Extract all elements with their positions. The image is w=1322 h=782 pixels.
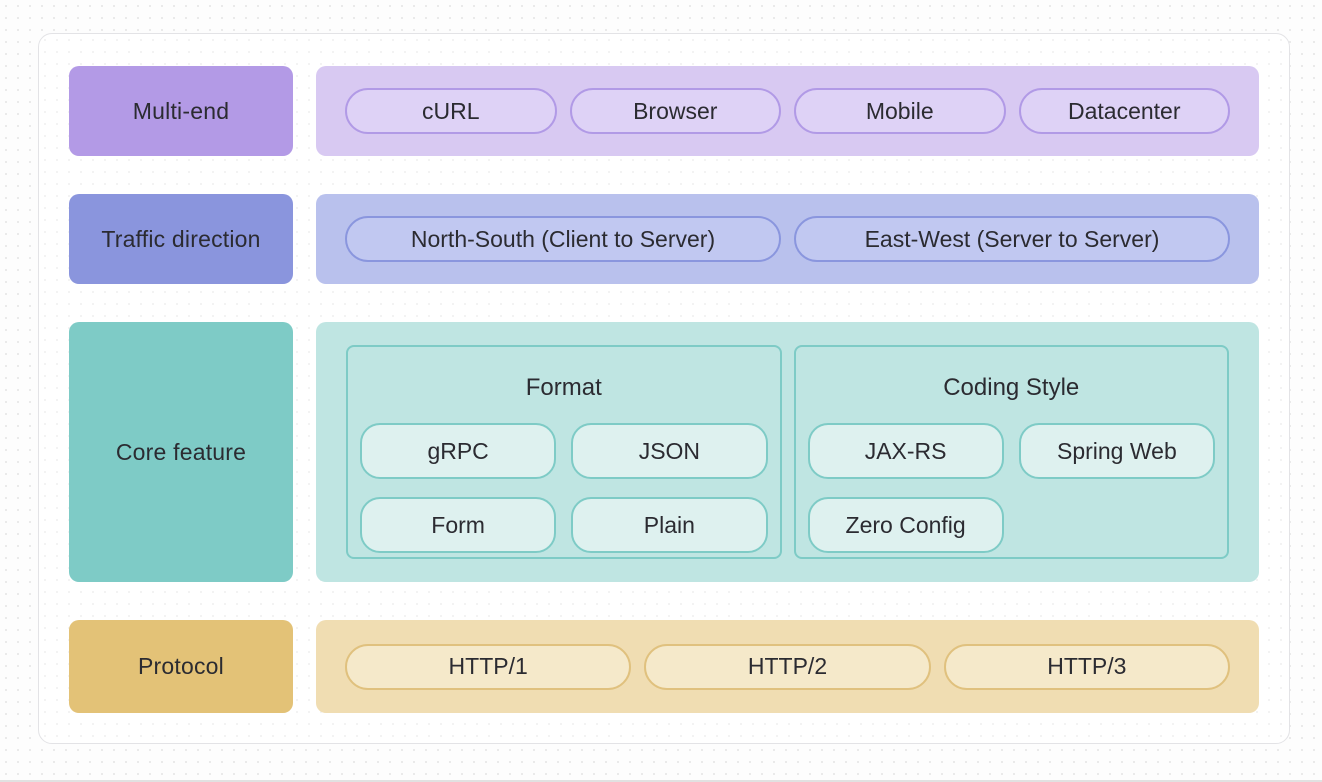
protocol-container: HTTP/1 HTTP/2 HTTP/3 (316, 620, 1259, 713)
row-core-feature: Core feature Format gRPC JSON Form Plain… (69, 322, 1259, 582)
pill-curl: cURL (345, 88, 557, 134)
multi-end-container: cURL Browser Mobile Datacenter (316, 66, 1259, 156)
pill-spring-web: Spring Web (1018, 423, 1215, 479)
traffic-direction-container: North-South (Client to Server) East-West… (316, 194, 1259, 284)
pill-http1: HTTP/1 (345, 643, 632, 690)
pill-mobile: Mobile (794, 88, 1006, 134)
group-coding-style-title: Coding Style (943, 374, 1080, 401)
group-format: Format gRPC JSON Form Plain (346, 345, 782, 559)
row-traffic-direction: Traffic direction North-South (Client to… (69, 194, 1259, 284)
group-coding-style-pills: JAX-RS Spring Web Zero Config (807, 423, 1215, 553)
row-multi-end: Multi-end cURL Browser Mobile Datacenter (69, 66, 1259, 156)
pill-jax-rs: JAX-RS (807, 423, 1004, 479)
core-feature-label: Core feature (69, 322, 293, 582)
multi-end-label: Multi-end (69, 66, 293, 156)
pill-east-west: East-West (Server to Server) (794, 216, 1230, 262)
pill-form: Form (360, 497, 557, 553)
pill-datacenter: Datacenter (1018, 88, 1230, 134)
row-protocol: Protocol HTTP/1 HTTP/2 HTTP/3 (69, 620, 1259, 713)
traffic-direction-label: Traffic direction (69, 194, 293, 284)
group-format-pills: gRPC JSON Form Plain (360, 423, 768, 553)
pill-http3: HTTP/3 (943, 643, 1230, 690)
group-format-title: Format (525, 374, 602, 401)
diagram-card: Multi-end cURL Browser Mobile Datacenter… (38, 33, 1290, 744)
pill-north-south: North-South (Client to Server) (345, 216, 781, 262)
pill-plain: Plain (571, 497, 768, 553)
group-coding-style: Coding Style JAX-RS Spring Web Zero Conf… (793, 345, 1229, 559)
pill-json: JSON (571, 423, 768, 479)
window-bottom-edge (0, 780, 1322, 782)
pill-grpc: gRPC (360, 423, 557, 479)
pill-zero-config: Zero Config (807, 497, 1004, 553)
pill-browser: Browser (569, 88, 781, 134)
pill-http2: HTTP/2 (644, 643, 931, 690)
protocol-label: Protocol (69, 620, 293, 713)
core-feature-container: Format gRPC JSON Form Plain Coding Style… (316, 322, 1259, 582)
